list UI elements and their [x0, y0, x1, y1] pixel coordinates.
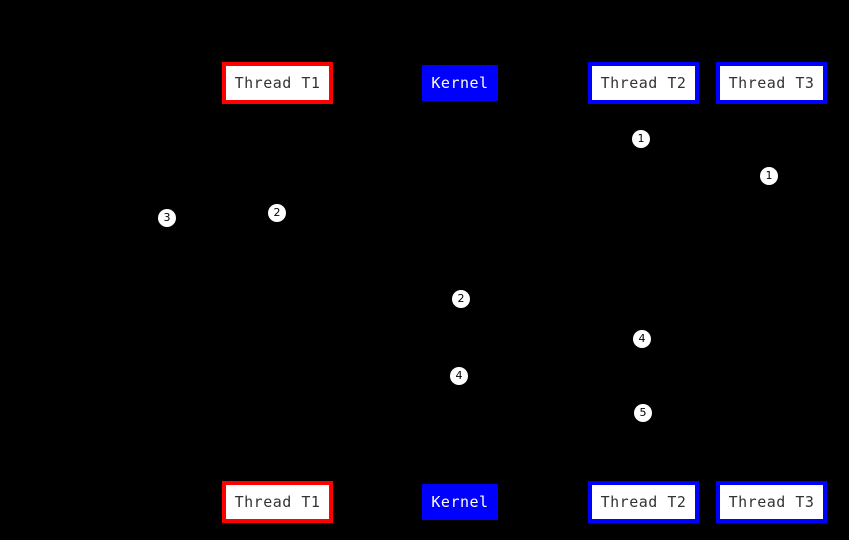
lifeline [277, 104, 278, 481]
participant-bottom-t1b[interactable]: Thread T1 [222, 481, 333, 523]
participant-top-t2[interactable]: Thread T2 [588, 62, 699, 104]
lifeline [643, 104, 644, 481]
step-badge: 5 [634, 404, 652, 422]
step-badge: 1 [760, 167, 778, 185]
step-badge: 2 [268, 204, 286, 222]
lifeline [770, 104, 771, 481]
step-badge: 4 [633, 330, 651, 348]
participant-bottom-t2b[interactable]: Thread T2 [588, 481, 699, 523]
participant-top-t1[interactable]: Thread T1 [222, 62, 333, 104]
step-badge: 3 [158, 209, 176, 227]
step-badge: 2 [452, 290, 470, 308]
step-badge: 4 [450, 367, 468, 385]
step-badge: 1 [632, 130, 650, 148]
participant-top-kernel[interactable]: Kernel [422, 65, 498, 101]
participant-bottom-t3b[interactable]: Thread T3 [716, 481, 827, 523]
participant-top-t3[interactable]: Thread T3 [716, 62, 827, 104]
participant-bottom-kernelb[interactable]: Kernel [422, 484, 498, 520]
